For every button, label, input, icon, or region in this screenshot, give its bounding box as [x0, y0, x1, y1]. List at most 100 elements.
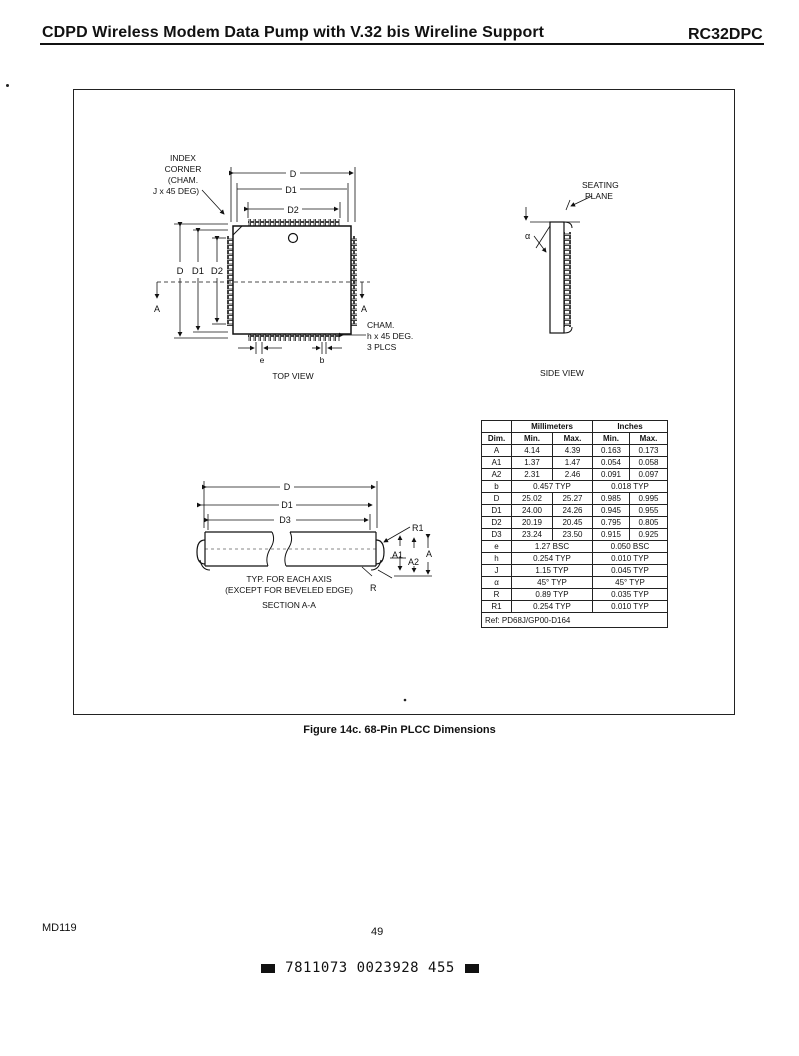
table-group-header-row: Millimeters Inches: [481, 420, 668, 433]
value-cell: 20.45: [552, 516, 593, 529]
section-dim-d3: D3: [279, 515, 291, 525]
table-reference: Ref: PD68J/GP00-D164: [481, 612, 668, 628]
value-cell: 0.89 TYP: [511, 588, 593, 601]
top-view-caption: TOP VIEW: [272, 371, 313, 381]
section-view: D D1 D3 R1 A1 A2 A R TYP. FOR EACH AXIS …: [196, 481, 432, 610]
top-view: INDEX CORNER (CHAM. J x 45 DEG) D D1 D2 …: [153, 153, 413, 381]
left-pins: [227, 236, 233, 326]
value-cell: 0.795: [592, 516, 630, 529]
value-cell: 0.955: [629, 504, 668, 517]
value-cell: 1.37: [511, 456, 553, 469]
value-cell: 4.39: [552, 444, 593, 457]
right-pins: [351, 236, 357, 326]
margin-dot: [6, 84, 9, 87]
side-view: SEATING PLANE α SIDE VIEW: [523, 180, 619, 378]
section-a1: A1: [392, 550, 403, 560]
dim-cell: R: [481, 588, 512, 601]
dim-cell: e: [481, 540, 512, 553]
value-cell: 0.915: [592, 528, 630, 541]
dimension-table: Millimeters Inches Dim. Min. Max. Min. M…: [481, 420, 668, 628]
dim-d-top: D: [290, 169, 297, 179]
value-cell: 45° TYP: [511, 576, 593, 589]
cham-label-1: CHAM.: [367, 320, 394, 330]
dim-cell: D: [481, 492, 512, 505]
barcode-block-right: [464, 963, 479, 973]
value-cell: 4.14: [511, 444, 553, 457]
dim-cell: D3: [481, 528, 512, 541]
value-cell: 0.050 BSC: [592, 540, 668, 553]
col-header-in-max: Max.: [629, 432, 668, 445]
value-cell: 0.097: [629, 468, 668, 481]
value-cell: 0.985: [592, 492, 630, 505]
dim-cell: α: [481, 576, 512, 589]
header-rule: [40, 43, 764, 45]
dim-cell: D2: [481, 516, 512, 529]
side-view-caption: SIDE VIEW: [540, 368, 584, 378]
dim-cell: D1: [481, 504, 512, 517]
index-corner-label-2: CORNER: [165, 164, 202, 174]
section-caption: SECTION A-A: [262, 600, 316, 610]
value-cell: 0.945: [592, 504, 630, 517]
section-r1: R1: [412, 523, 424, 533]
dim-cell: A: [481, 444, 512, 457]
value-cell: 24.26: [552, 504, 593, 517]
dim-cell: R1: [481, 600, 512, 613]
dim-cell: A2: [481, 468, 512, 481]
dim-d1-top: D1: [285, 185, 297, 195]
dim-d1-left: D1: [192, 266, 204, 277]
value-cell: 45° TYP: [592, 576, 668, 589]
section-a-left: A: [154, 304, 160, 314]
seating-plane-label-2: PLANE: [585, 191, 613, 201]
table-reference-row: Ref: PD68J/GP00-D164: [481, 612, 668, 628]
value-cell: 0.254 TYP: [511, 552, 593, 565]
figure-caption: Figure 14c. 68-Pin PLCC Dimensions: [303, 724, 496, 736]
col-header-in-min: Min.: [592, 432, 630, 445]
dimension-table-wrapper: Millimeters Inches Dim. Min. Max. Min. M…: [481, 420, 668, 628]
cham-label-3: 3 PLCS: [367, 342, 397, 352]
value-cell: 2.31: [511, 468, 553, 481]
col-header-mm-max: Max.: [552, 432, 593, 445]
value-cell: 25.27: [552, 492, 593, 505]
value-cell: 24.00: [511, 504, 553, 517]
col-header-mm-min: Min.: [511, 432, 553, 445]
value-cell: 23.24: [511, 528, 553, 541]
value-cell: 2.46: [552, 468, 593, 481]
group-header-inches: Inches: [592, 420, 668, 433]
barcode-text: 7811073 0023928 455: [285, 960, 455, 976]
alpha-label: α: [525, 231, 530, 241]
dim-cell: J: [481, 564, 512, 577]
section-a-right: A: [361, 304, 367, 314]
top-pins: [248, 219, 340, 226]
value-cell: 0.045 TYP: [592, 564, 668, 577]
value-cell: 23.50: [552, 528, 593, 541]
value-cell: 1.47: [552, 456, 593, 469]
barcode: 7811073 0023928 455: [250, 959, 490, 977]
value-cell: 0.010 TYP: [592, 600, 668, 613]
dim-cell: b: [481, 480, 512, 493]
section-dim-d1: D1: [281, 500, 293, 510]
side-body: [549, 221, 565, 334]
index-corner-label-4: J x 45 DEG): [153, 186, 199, 196]
value-cell: 25.02: [511, 492, 553, 505]
value-cell: 0.091: [592, 468, 630, 481]
section-r: R: [370, 583, 377, 593]
value-cell: 0.163: [592, 444, 630, 457]
index-corner-label-3: (CHAM.: [168, 175, 198, 185]
dim-e: e: [260, 355, 265, 365]
dim-d2-top: D2: [287, 205, 299, 215]
value-cell: 0.805: [629, 516, 668, 529]
value-cell: 0.173: [629, 444, 668, 457]
